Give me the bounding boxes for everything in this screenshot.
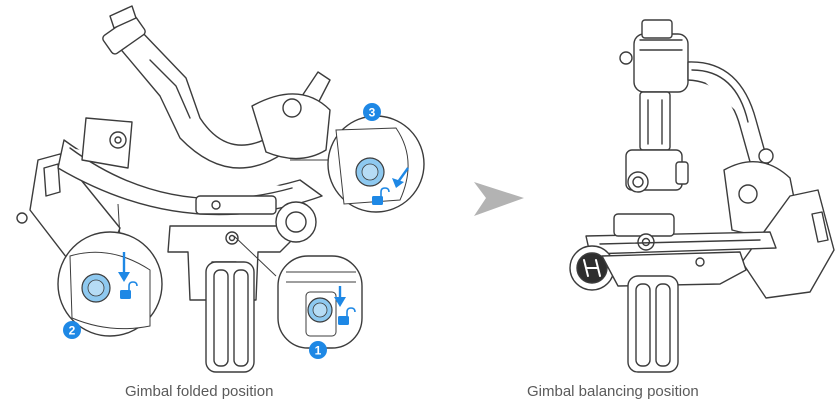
brand-logo-icon: [569, 245, 615, 291]
balancing-base-plate: [585, 213, 777, 255]
folded-handle: [167, 225, 293, 373]
down-arrow-icon: [334, 286, 346, 307]
right-arrow-icon: [474, 182, 524, 216]
caption-folded: Gimbal folded position: [125, 383, 274, 400]
callout-lock-3: 3: [327, 103, 425, 213]
balancing-handle: [601, 251, 747, 373]
step-number-2: 2: [69, 324, 76, 338]
down-arrow-icon: [118, 252, 130, 282]
balancing-vertical-arm: [625, 91, 689, 193]
unlock-icon: [120, 281, 138, 299]
caption-balancing: Gimbal balancing position: [527, 383, 699, 400]
balancing-roll-arm: [687, 61, 774, 177]
unlock-icon: [338, 307, 356, 325]
folded-pan-knob: [195, 195, 317, 243]
callout-lock-1: 1: [277, 255, 363, 359]
callout-lock-2: 2: [57, 231, 163, 339]
folded-tilt-arm: [102, 5, 331, 169]
balancing-gimbal-illustration: [569, 19, 835, 373]
step-number-1: 1: [315, 344, 322, 358]
unlock-icon: [372, 187, 390, 205]
balancing-tilt-motor: [619, 19, 689, 93]
step-number-3: 3: [369, 106, 376, 120]
down-arrow-icon: [392, 167, 409, 188]
